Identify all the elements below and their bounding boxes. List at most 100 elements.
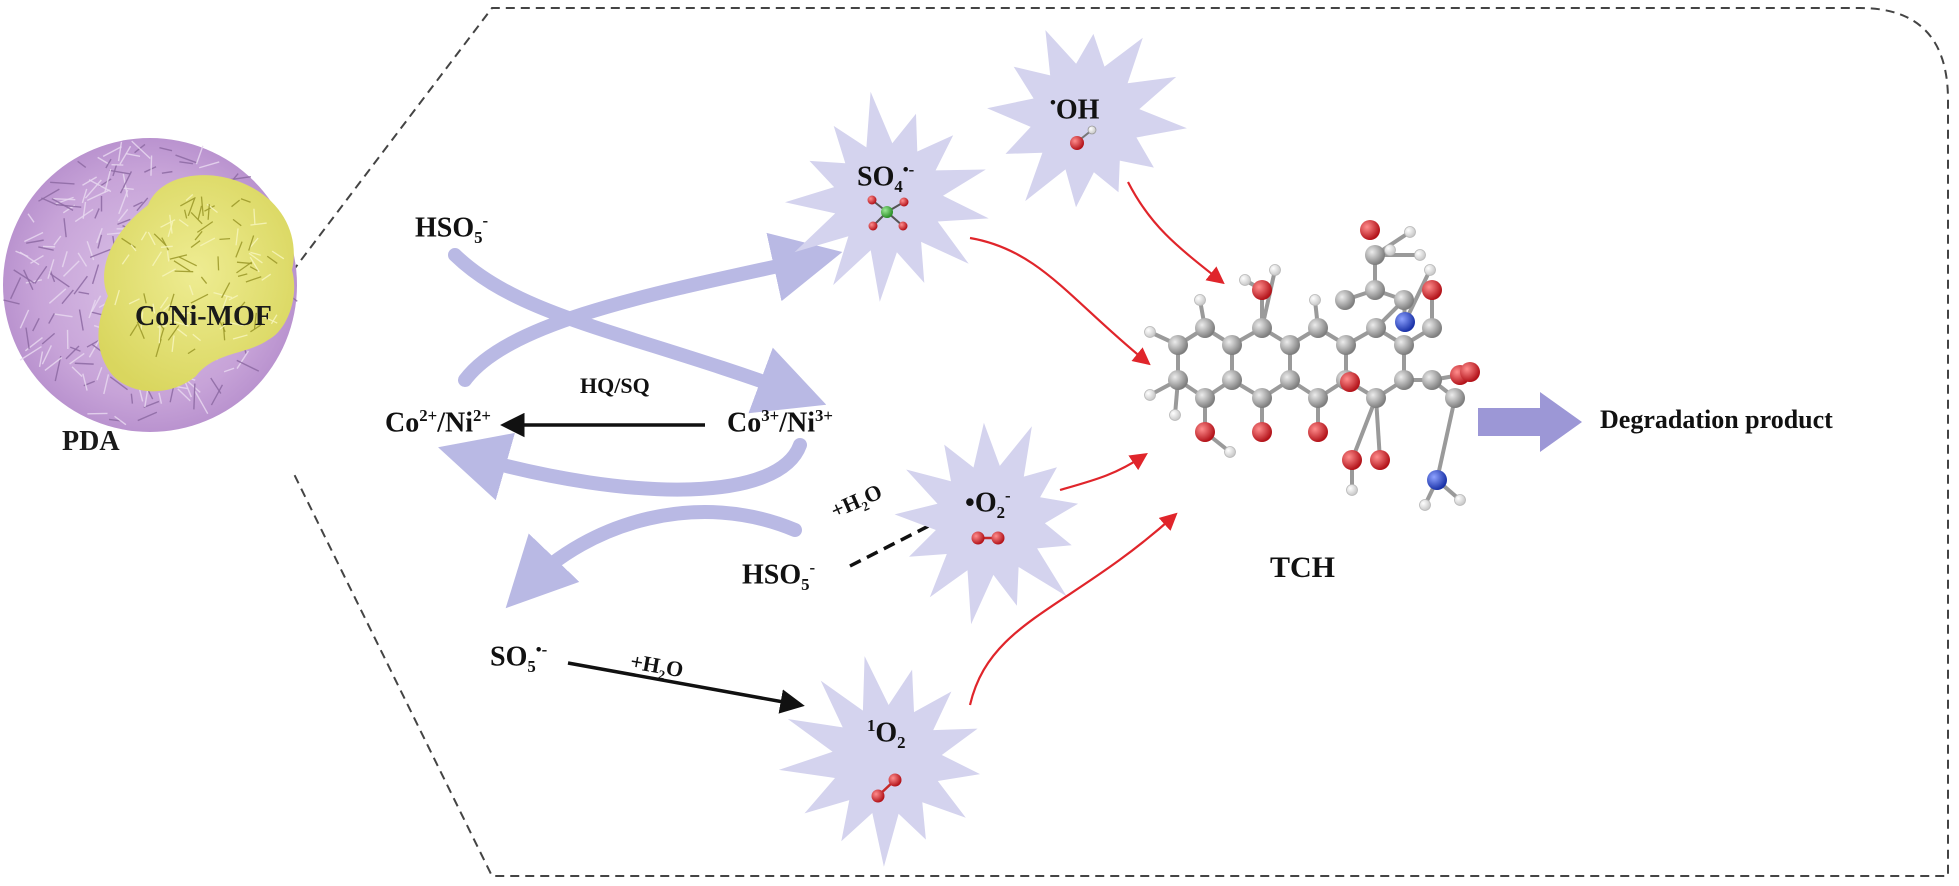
core-flake [235, 241, 243, 258]
core-flake [180, 197, 196, 207]
core-flake [240, 198, 251, 203]
shell-flake [91, 264, 100, 285]
core-flake [222, 296, 228, 309]
shell-flake [56, 203, 82, 208]
shell-flake [97, 156, 110, 165]
tch-atom [1309, 294, 1321, 306]
shell-flake [177, 388, 191, 402]
singlet-oxygen-molecule [871, 773, 902, 803]
tch-label: TCH [1270, 551, 1336, 584]
core-flake [130, 244, 137, 252]
conimof-label: CoNi-MOF [135, 301, 272, 332]
core-shell-particle [3, 138, 298, 432]
conimof-core [98, 175, 295, 392]
core-flake [190, 293, 209, 304]
shell-flake [195, 145, 204, 165]
tch-bond [1435, 397, 1457, 481]
core-flake [140, 311, 144, 331]
shell-flake [223, 367, 235, 373]
attack-arrows [968, 181, 1225, 706]
arrow-hso5-to-co3 [448, 248, 827, 414]
core-flake [187, 348, 196, 355]
core-flake [161, 268, 176, 277]
core-flake [152, 303, 156, 314]
degradation-product-label: Degradation product [1600, 405, 1833, 434]
core-flake [253, 208, 256, 225]
tch-atom [1168, 335, 1188, 355]
core-flake [171, 335, 175, 352]
o2-burst [894, 422, 1079, 625]
core-flake [168, 293, 175, 311]
shell-flake [137, 411, 158, 422]
tch-atom [1427, 470, 1447, 490]
tch-atom [1384, 244, 1396, 256]
shell-flake [175, 154, 198, 164]
sulfur-atom [881, 206, 893, 218]
shell-flake [88, 299, 97, 319]
core-flake [248, 235, 255, 251]
shell-flake [26, 239, 44, 244]
core-flake [121, 237, 136, 249]
shell-flake [61, 289, 74, 305]
shell-flake [3, 299, 20, 305]
core-flake [152, 251, 162, 267]
core-flake [219, 237, 231, 241]
tch-atom [1195, 388, 1215, 408]
shell-flake [130, 393, 134, 404]
core-flake [159, 296, 169, 309]
core-flake [143, 293, 147, 304]
shell-flake [159, 147, 173, 152]
tch-atom [1422, 370, 1442, 390]
shell-flake [73, 275, 88, 295]
shell-flake [61, 251, 68, 268]
shell-flake [97, 234, 103, 249]
red-arrow-1o2 [968, 512, 1178, 706]
pda-label: PDA [62, 426, 120, 457]
shell-flake [81, 188, 88, 204]
shell-flake [53, 235, 62, 246]
shell-flake [119, 171, 133, 194]
tch-atom [1365, 245, 1385, 265]
core-flake [161, 237, 170, 251]
tch-bond [1374, 397, 1382, 461]
hso5-top-label: HSO5- [415, 211, 489, 247]
core-flake [169, 254, 188, 260]
core-flake [271, 250, 285, 260]
arrow-co3-to-co2 [438, 432, 807, 501]
core-flake [167, 324, 180, 341]
tch-atom [1346, 484, 1358, 496]
singlet-o2-label: 1O2 [867, 716, 906, 752]
shell-flake [143, 400, 160, 409]
tch-atom [1168, 370, 1188, 390]
shell-flake [25, 327, 30, 349]
arrow-hso5-to-so5 [505, 505, 802, 609]
tch-atom [1144, 326, 1156, 338]
co2-ni2-label: Co2+/Ni2+ [385, 406, 491, 439]
shell-flake [193, 383, 196, 410]
core-flake [232, 334, 248, 340]
core-flake [221, 282, 231, 299]
core-flake [227, 321, 244, 327]
core-flake [188, 284, 194, 296]
shell-flake [103, 374, 110, 395]
tch-atom [1360, 220, 1380, 240]
red-arrow-so4 [969, 236, 1151, 366]
core-flake [236, 261, 253, 274]
core-flake [231, 199, 241, 208]
core-flake [249, 266, 258, 272]
shell-flake [91, 295, 102, 313]
shell-flake [77, 160, 87, 168]
co3-ni3-label: Co3+/Ni3+ [727, 406, 833, 439]
shell-flake [30, 254, 44, 264]
shell-flake [65, 345, 80, 360]
shell-flake [15, 250, 29, 258]
core-flake [217, 256, 220, 271]
tch-atom [1280, 370, 1300, 390]
core-flake [222, 322, 226, 341]
shell-flake [38, 246, 54, 251]
core-flake [207, 204, 210, 220]
shell-flake [69, 352, 85, 365]
tch-atom [1460, 362, 1480, 382]
core-flake [261, 273, 272, 281]
shell-flake [63, 218, 67, 238]
